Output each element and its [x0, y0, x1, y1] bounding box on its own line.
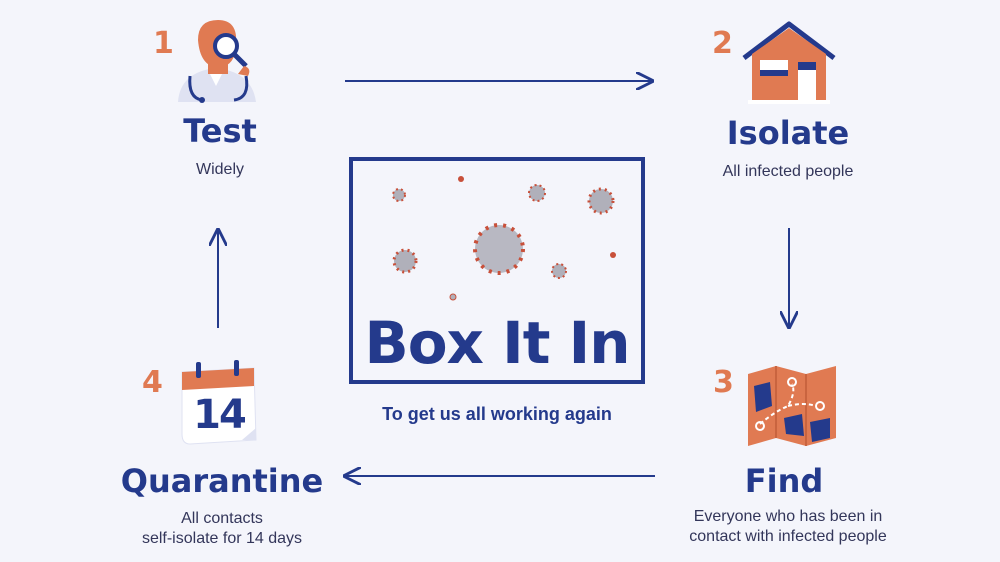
step-number-2: 2 — [712, 26, 733, 61]
map-icon — [748, 366, 836, 446]
step-subtitle-quarantine-line2: self-isolate for 14 days — [141, 530, 303, 547]
step-number-4: 4 — [142, 365, 163, 400]
step-number-3: 3 — [713, 365, 734, 400]
house-icon — [742, 21, 836, 104]
calendar-day: 14 — [193, 392, 247, 438]
center-box: Box It In — [349, 157, 645, 384]
virus-icon — [528, 184, 546, 202]
headline: Box It In — [364, 309, 630, 377]
virus-icon-large — [473, 223, 525, 275]
calendar-icon — [181, 360, 257, 445]
tagline: To get us all working again — [382, 404, 612, 424]
virus-icon — [458, 176, 464, 182]
step-number-1: 1 — [153, 26, 174, 61]
step-subtitle-test: Widely — [195, 161, 244, 178]
virus-icon — [392, 188, 406, 202]
step-title-isolate: Isolate — [726, 114, 850, 152]
step-title-test: Test — [183, 112, 257, 150]
virus-icon — [610, 252, 616, 258]
step-subtitle-find-line2: contact with infected people — [689, 528, 887, 545]
virus-particles-illustration — [392, 176, 616, 301]
step-subtitle-quarantine-line1: All contacts — [181, 510, 263, 527]
virus-icon — [551, 263, 567, 279]
doctor-magnifier-icon — [178, 20, 256, 103]
virus-icon — [449, 293, 457, 301]
step-subtitle-isolate: All infected people — [722, 163, 854, 180]
step-subtitle-find-line1: Everyone who has been in — [693, 508, 883, 525]
step-title-find: Find — [744, 462, 824, 500]
step-title-quarantine: Quarantine — [120, 462, 324, 500]
virus-icon — [587, 187, 615, 215]
virus-icon — [392, 248, 418, 274]
